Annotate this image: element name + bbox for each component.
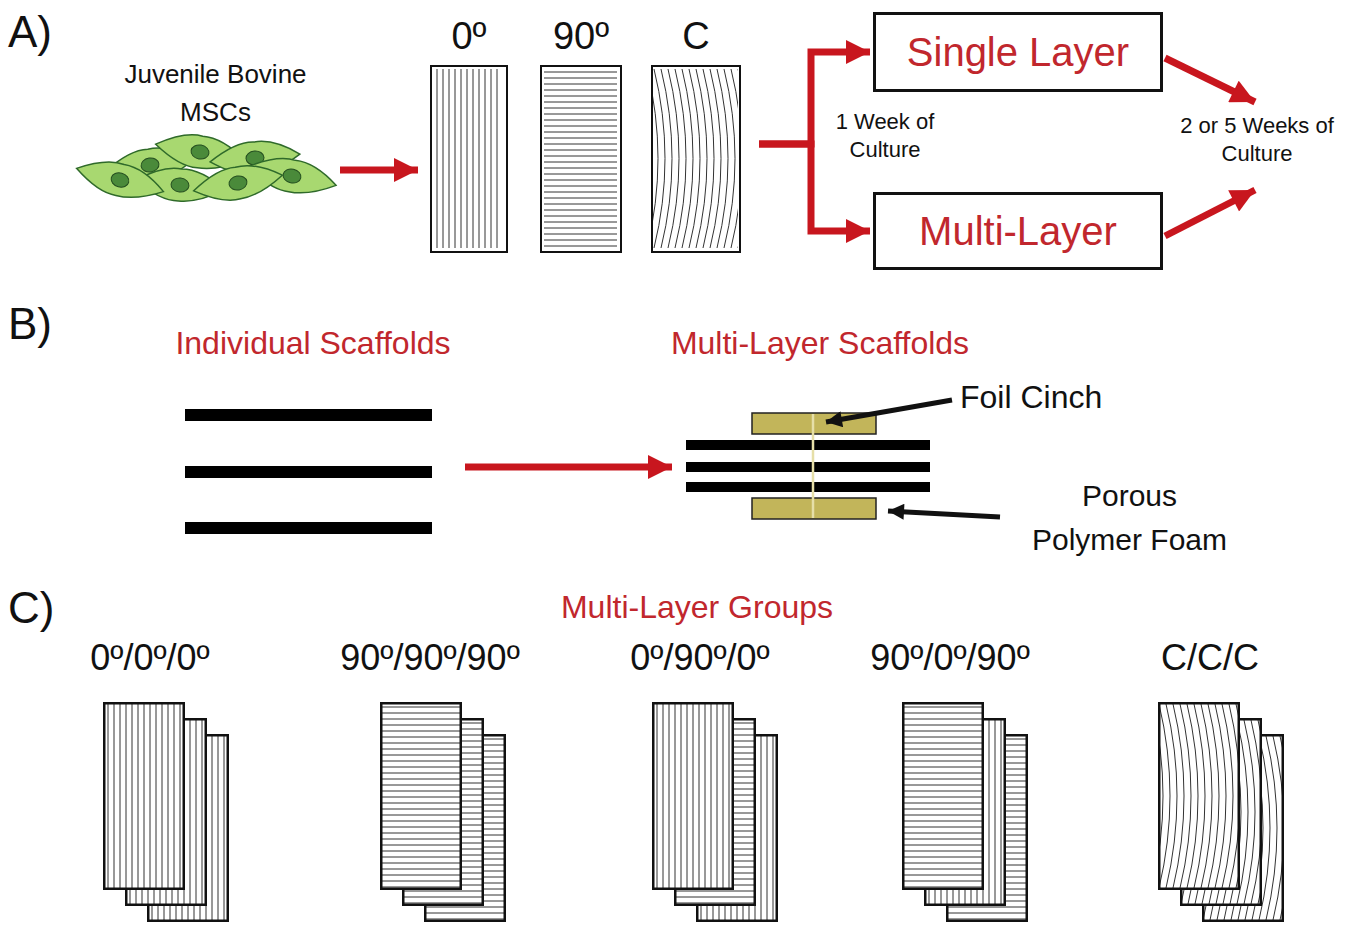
fiber-pattern [653,67,738,250]
leader-arrow [888,511,1000,517]
scaffold-label: 90º [512,15,650,58]
scaffold-layer [686,462,930,472]
process-box: Single Layer [873,12,1163,92]
process-arrow [340,167,418,174]
scaffold-box: C [651,65,741,253]
text-label: Multi-Layer Scaffolds [620,324,1020,362]
fiber-pattern [382,707,460,887]
fiber-pattern [1152,704,1254,888]
scaffold-box: 90º [540,65,622,253]
fiber-pattern [653,69,738,248]
panel-letter: B) [8,298,88,351]
text-label: Porous Polymer Foam [1027,474,1232,561]
scaffold-box: 0º [430,65,508,253]
scaffold-label: C [623,15,769,58]
process-box: Multi-Layer [873,192,1163,270]
process-arrow [465,464,672,471]
scaffold-label: 0º [402,15,536,58]
panel-letter: C) [8,582,88,635]
multilayer-stacks [103,702,1298,922]
process-arrow [1165,58,1255,102]
text-label: 0º/90º/0º [570,636,830,679]
text-label: Multi-Layer Groups [497,588,897,626]
fiber-pattern [108,704,180,888]
scaffold-layer [686,482,930,492]
fiber-pattern [904,707,982,887]
text-label: 90º/90º/90º [300,636,560,679]
box-title: Multi-Layer [919,209,1117,254]
text-label: Foil Cinch [960,378,1180,416]
fiber-pattern [432,67,505,250]
text-label: 0º/0º/0º [20,636,280,679]
fiber-pattern [544,72,617,246]
text-label: 90º/0º/90º [820,636,1080,679]
scaffold-layer [185,466,432,478]
leader-arrow [826,400,952,422]
foil-cinch [812,414,815,518]
fiber-pattern [542,67,619,250]
scaffold-layer [185,409,432,421]
text-label: 1 Week of Culture [820,108,950,163]
scaffold-layer [686,440,930,450]
text-label: Individual Scaffolds [113,324,513,362]
cell-illustration [72,128,339,207]
scaffold-layer [185,522,432,534]
box-title: Single Layer [907,30,1129,75]
fiber-pattern [437,69,497,248]
text-label: 2 or 5 Weeks of Culture [1172,112,1342,167]
text-label: Juvenile Bovine MSCs [108,56,323,131]
panel-letter: A) [8,6,88,59]
text-label: C/C/C [1080,636,1340,679]
process-arrow [1165,190,1255,236]
fiber-pattern [657,704,729,888]
